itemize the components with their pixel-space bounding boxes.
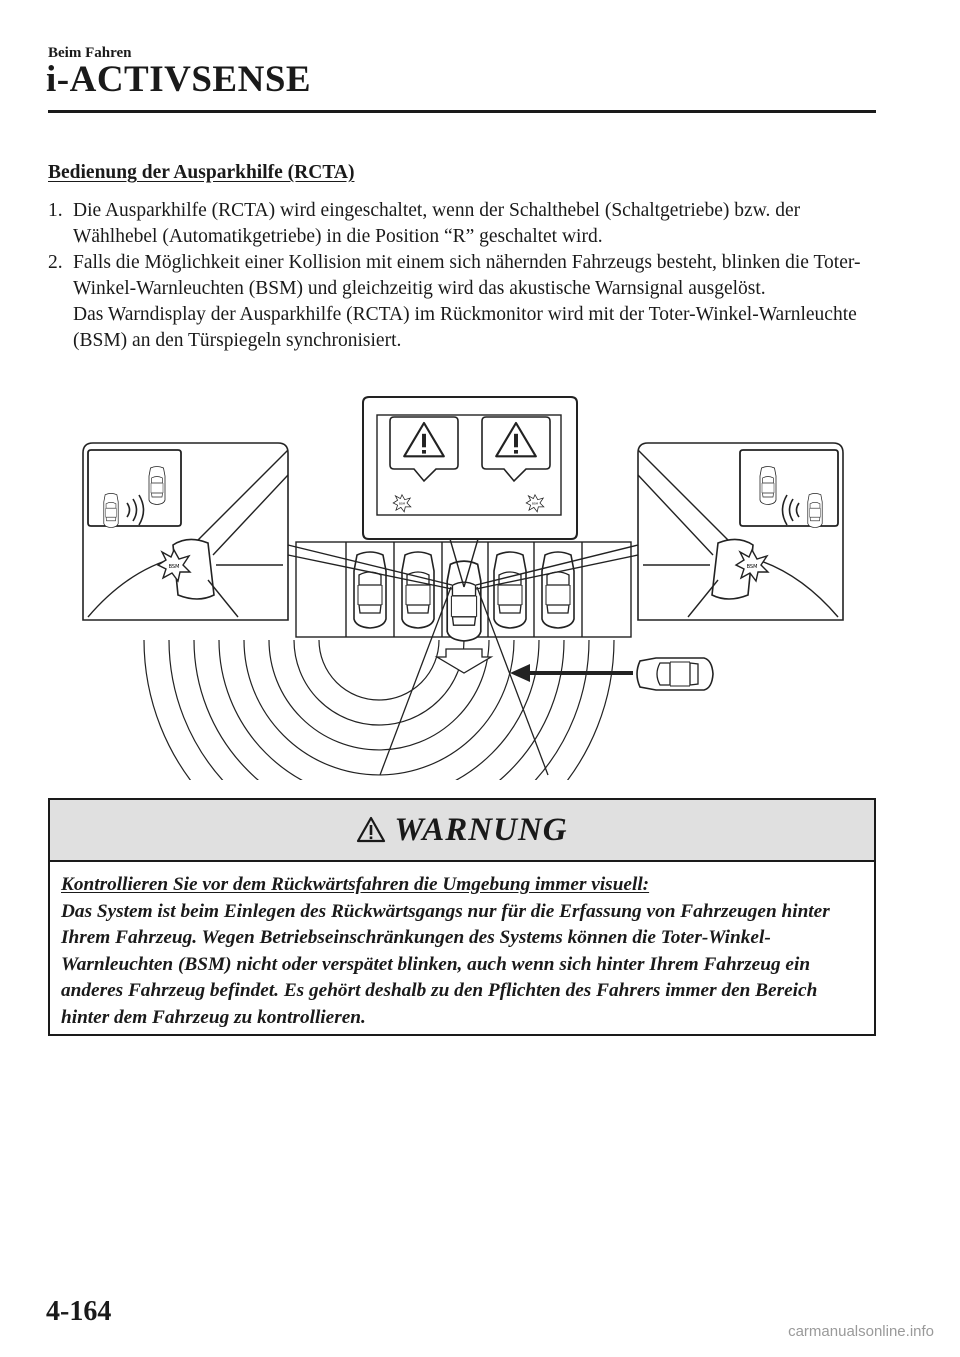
warning-body: Kontrollieren Sie vor dem Rückwärtsfahre… xyxy=(50,862,874,1031)
warning-triangle-icon xyxy=(357,816,386,843)
subheading: Bedienung der Ausparkhilfe (RCTA) xyxy=(48,162,355,183)
warning-box: WARNUNG Kontrollieren Sie vor dem Rückwä… xyxy=(48,798,876,1036)
step-number: 1. xyxy=(48,200,63,221)
warning-text: Das System ist beim Einlegen des Rückwär… xyxy=(61,900,830,1028)
section-kicker: Beim Fahren xyxy=(48,45,132,61)
warning-header: WARNUNG xyxy=(50,800,874,862)
chapter-title: i-ACTIVSENSE xyxy=(46,59,312,100)
step-paragraph: Falls die Möglichkeit einer Kollision mi… xyxy=(73,252,861,299)
step-1: 1. Die Ausparkhilfe (RCTA) wird eingesch… xyxy=(48,198,878,250)
step-paragraph: Die Ausparkhilfe (RCTA) wird eingeschalt… xyxy=(73,200,801,247)
watermark: carmanualsonline.info xyxy=(788,1323,934,1340)
header-rule xyxy=(48,110,876,113)
step-number: 2. xyxy=(48,252,63,273)
page-number: 4-164 xyxy=(46,1296,112,1327)
step-paragraph: Das Warndisplay der Ausparkhilfe (RCTA) … xyxy=(73,304,857,351)
rcta-diagram: BSM xyxy=(82,396,844,780)
steps-list: 1. Die Ausparkhilfe (RCTA) wird eingesch… xyxy=(48,198,878,354)
step-body: Falls die Möglichkeit einer Kollision mi… xyxy=(73,250,878,354)
warning-title: WARNUNG xyxy=(394,811,568,848)
step-body: Die Ausparkhilfe (RCTA) wird eingeschalt… xyxy=(73,198,878,250)
warning-lead: Kontrollieren Sie vor dem Rückwärtsfahre… xyxy=(61,874,650,895)
step-2: 2. Falls die Möglichkeit einer Kollision… xyxy=(48,250,878,354)
